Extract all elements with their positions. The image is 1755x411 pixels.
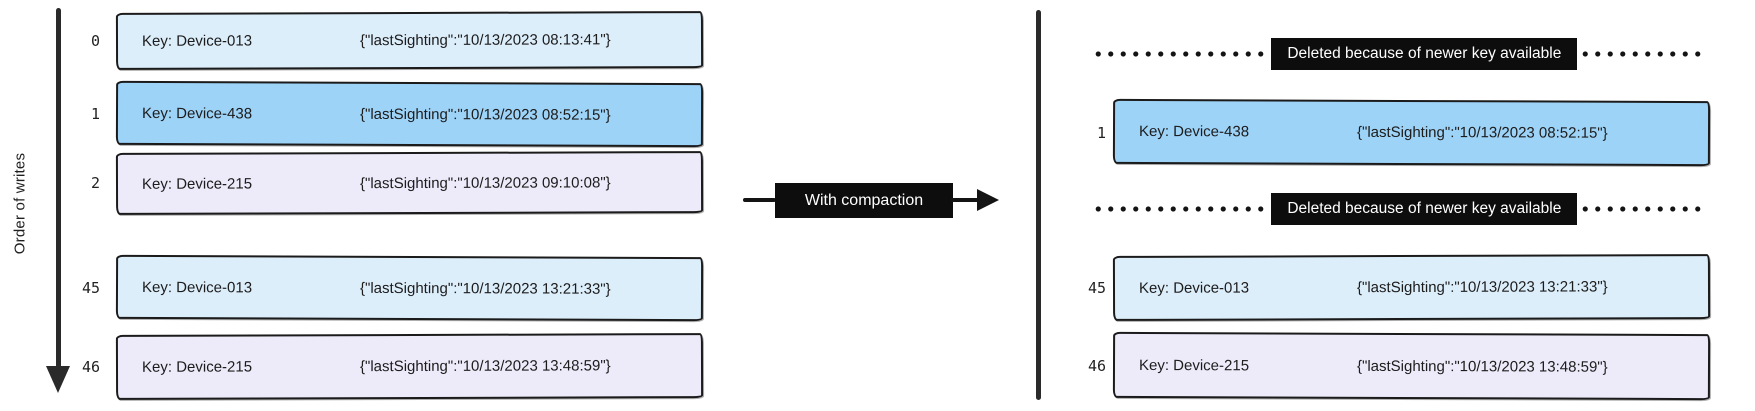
- record-key: Key: Device-013: [141, 32, 253, 50]
- log-record: Key: Device-215 {"lastSighting":"10/13/2…: [115, 151, 704, 215]
- right-row-index: 45: [1087, 278, 1106, 297]
- record-key: Key: Device-013: [141, 278, 253, 296]
- record-key: Key: Device-438: [141, 104, 253, 122]
- compaction-connector-line: [743, 198, 776, 202]
- record-value: {"lastSighting":"10/13/2023 08:52:15"}: [1356, 123, 1608, 142]
- record-key: Key: Device-438: [1138, 122, 1250, 141]
- left-row-index: 45: [81, 279, 100, 297]
- right-row-index: 1: [1096, 123, 1106, 142]
- right-row-index: 46: [1087, 357, 1106, 375]
- record-key: Key: Device-215: [1138, 356, 1250, 374]
- record-value: {"lastSighting":"10/13/2023 13:21:33"}: [359, 279, 611, 298]
- dotted-line: [1579, 205, 1706, 212]
- log-record: Key: Device-438 {"lastSighting":"10/13/2…: [1112, 98, 1711, 167]
- left-row-index: 0: [90, 31, 100, 50]
- left-row-index: 46: [81, 357, 100, 376]
- record-key: Key: Device-215: [141, 174, 253, 193]
- record-value: {"lastSighting":"10/13/2023 08:52:15"}: [359, 105, 611, 124]
- dotted-line: [1092, 50, 1270, 57]
- log-record: Key: Device-215 {"lastSighting":"10/13/2…: [1112, 331, 1711, 401]
- log-record: Key: Device-013 {"lastSighting":"10/13/2…: [115, 11, 704, 70]
- record-key: Key: Device-013: [1138, 279, 1250, 297]
- deleted-badge: Deleted because of newer key available: [1271, 192, 1578, 225]
- record-key: Key: Device-215: [141, 358, 253, 376]
- record-value: {"lastSighting":"10/13/2023 13:21:33"}: [1356, 278, 1608, 297]
- log-record: Key: Device-013 {"lastSighting":"10/13/2…: [115, 254, 704, 322]
- left-row-index: 2: [90, 174, 100, 192]
- log-record: Key: Device-438 {"lastSighting":"10/13/2…: [115, 80, 704, 148]
- record-value: {"lastSighting":"10/13/2023 13:48:59"}: [359, 357, 611, 376]
- order-axis-label: Order of writes: [11, 152, 29, 255]
- compaction-connector-line: [951, 198, 980, 202]
- arrow-down-icon: [46, 366, 70, 393]
- right-log-axis-line: [1036, 10, 1041, 400]
- dotted-line: [1092, 205, 1270, 212]
- arrow-right-icon: [977, 189, 999, 211]
- log-record: Key: Device-215 {"lastSighting":"10/13/2…: [115, 333, 704, 400]
- record-value: {"lastSighting":"10/13/2023 13:48:59"}: [1356, 357, 1608, 376]
- order-axis-line: [56, 8, 61, 368]
- deleted-badge: Deleted because of newer key available: [1271, 37, 1578, 70]
- record-value: {"lastSighting":"10/13/2023 09:10:08"}: [359, 173, 611, 192]
- log-record: Key: Device-013 {"lastSighting":"10/13/2…: [1112, 254, 1711, 321]
- compaction-label: With compaction: [775, 183, 953, 218]
- dotted-line: [1579, 50, 1706, 57]
- deleted-record-row: Deleted because of newer key available: [1092, 37, 1706, 70]
- deleted-record-row: Deleted because of newer key available: [1092, 192, 1706, 225]
- record-value: {"lastSighting":"10/13/2023 08:13:41"}: [359, 31, 611, 50]
- left-row-index: 1: [90, 105, 100, 123]
